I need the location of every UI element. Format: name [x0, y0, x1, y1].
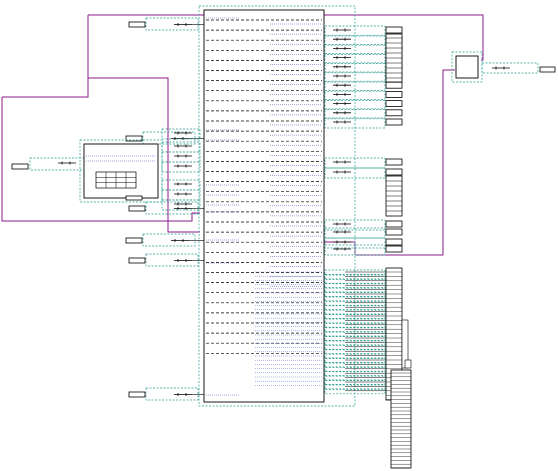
- net-wire-top-left: [87, 15, 200, 233]
- right-output-bus-top-1: [324, 34, 386, 46]
- net-wire-right-stub: [324, 241, 356, 255]
- left-input-bus-4: [145, 253, 199, 267]
- right-output-bus-dense-21: [324, 362, 386, 368]
- right-output-bus-lower-3: [324, 244, 386, 256]
- left-input-port-2[interactable]: [128, 205, 146, 212]
- left-input-port-4[interactable]: [128, 257, 146, 264]
- right-output-port-top-9[interactable]: [385, 109, 403, 117]
- left-submodule-bus-outline: [79, 139, 163, 203]
- right-output-port-lower-2[interactable]: [385, 238, 403, 246]
- bottom-port-stack: [390, 369, 412, 469]
- right-output-bus-dense-19: [324, 353, 386, 359]
- right-output-bus-top-3: [324, 53, 386, 64]
- main-block-bus-outline: [198, 5, 356, 407]
- left-input-port-3[interactable]: [125, 237, 143, 244]
- left-submodule-block[interactable]: [83, 143, 159, 199]
- right-output-bus-dense-7: [324, 300, 386, 307]
- net-wire-left-loop: [1, 97, 200, 222]
- right-output-bus-top-6: [324, 80, 386, 92]
- right-output-bus-top-2: [324, 44, 386, 55]
- right-output-port-top-6[interactable]: [385, 81, 403, 89]
- far-left-input-bus: [29, 157, 86, 171]
- right-output-bus-dense-25: [324, 379, 386, 386]
- right-output-bus-dense-15: [324, 335, 386, 342]
- left-input-bus-5: [145, 387, 199, 401]
- right-output-port-top-8[interactable]: [385, 100, 403, 107]
- right-small-block-bus: [451, 51, 483, 83]
- right-output-bus-dense-18: [324, 348, 386, 355]
- net-wire-left-top: [2, 78, 89, 98]
- right-output-port-top-0[interactable]: [385, 26, 403, 34]
- right-output-bus-dense-10: [324, 313, 386, 320]
- left-input-bus-0: [145, 17, 199, 31]
- left-submodule-out-bus-6: [161, 199, 201, 211]
- right-output-port-lower-0[interactable]: [385, 220, 403, 228]
- left-input-port-1[interactable]: [125, 135, 143, 142]
- right-output-bus-lower-2: [324, 237, 386, 249]
- right-output-bus-dense-9: [324, 309, 386, 315]
- left-submodule-out-bus-0: [161, 128, 201, 140]
- right-output-bus-top-7: [324, 90, 386, 101]
- right-output-bus-dense-17: [324, 344, 386, 351]
- right-output-bus-top-0: [324, 25, 386, 37]
- right-output-port-top-10[interactable]: [385, 118, 403, 126]
- net-wire-right-loop: [355, 69, 455, 256]
- left-submodule-out-bus-3: [161, 161, 201, 173]
- right-output-bus-dense-8: [324, 304, 386, 311]
- right-output-bus-dense-5: [324, 291, 386, 298]
- right-output-port-top-7[interactable]: [385, 91, 403, 98]
- right-output-bus-dense-11: [324, 318, 386, 324]
- right-output-bus-dense-16: [324, 340, 386, 346]
- right-output-bus-dense-13: [324, 326, 386, 333]
- right-output-bus-dense-6: [324, 296, 386, 302]
- right-output-stack-side-tab: [404, 359, 412, 369]
- right-output-bus-top-8: [324, 99, 386, 110]
- right-output-bus-dense-20: [324, 357, 386, 364]
- right-output-bus-top-9: [324, 108, 386, 120]
- right-output-port-mid-0[interactable]: [385, 158, 403, 166]
- right-output-bus-dense-26: [324, 384, 386, 390]
- right-output-bus-dense-0: [324, 269, 386, 276]
- right-output-port-mid-1[interactable]: [385, 168, 403, 176]
- left-input-bus-3: [142, 233, 196, 247]
- right-output-bus-dense-24: [324, 375, 386, 381]
- right-output-bus-top-4: [324, 62, 386, 74]
- right-small-block-out-bus: [481, 62, 539, 74]
- right-output-bus-dense-3: [324, 282, 386, 289]
- right-output-bus-lower-0: [324, 219, 386, 231]
- right-output-bus-dense-14: [324, 331, 386, 337]
- right-output-bus-dense-4: [324, 287, 386, 293]
- right-output-bus-mid-1: [324, 167, 386, 179]
- right-small-block-output-port[interactable]: [539, 66, 556, 73]
- right-output-port-lower-1[interactable]: [385, 228, 403, 236]
- left-input-port-5[interactable]: [128, 391, 146, 398]
- right-output-port-lower-3[interactable]: [385, 245, 403, 253]
- right-small-block[interactable]: [455, 55, 479, 79]
- right-output-bus-dense-22: [324, 366, 386, 373]
- far-left-input-port[interactable]: [11, 163, 29, 170]
- right-output-bus-dense-1: [324, 274, 386, 280]
- right-output-bus-dense-23: [324, 370, 386, 377]
- left-submodule-side-port[interactable]: [125, 195, 143, 201]
- left-input-bus-2: [145, 201, 199, 215]
- left-input-port-0[interactable]: [128, 21, 146, 28]
- right-output-bus-dense-2: [324, 278, 386, 285]
- left-input-bus-1: [142, 131, 196, 145]
- right-output-bus-top-5: [324, 71, 386, 83]
- right-output-bus-dense-27: [324, 388, 386, 395]
- right-output-bus-dense-12: [324, 322, 386, 329]
- right-output-bus-top-10: [324, 117, 386, 129]
